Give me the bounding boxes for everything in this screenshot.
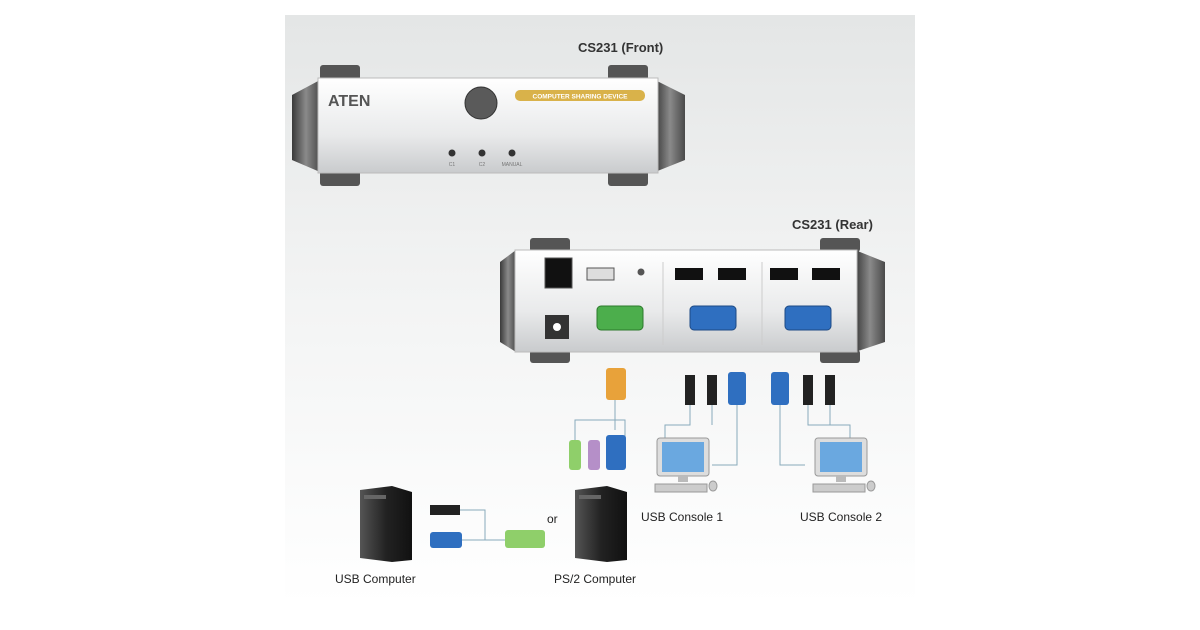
usb-connector [825,375,835,405]
ps2-keyboard-connector [569,440,581,470]
reset-button[interactable] [637,268,645,276]
aten-logo: ATEN [328,93,370,110]
led-manual [508,149,516,157]
ps2-computer-tower [575,486,627,562]
ps2-computer-label: PS/2 Computer [554,572,636,586]
usb-port [770,268,798,280]
vga-connector-blue [430,532,462,548]
front-device: ATEN COMPUTER SHARING DEVICE C1 C2 MANUA… [292,65,685,186]
usb-computer-tower [360,486,412,562]
select-button[interactable] [464,86,498,120]
product-badge: COMPUTER SHARING DEVICE [533,94,629,101]
ps2-mouse-connector [588,440,600,470]
vga-connector-blue [606,435,626,470]
console-vga-port-green [596,305,644,331]
led-label: C2 [479,162,486,168]
usb-console-1 [654,437,718,493]
usb-connector [707,375,717,405]
usb-computer-label: USB Computer [335,572,416,586]
rear-title: CS231 (Rear) [792,217,873,232]
front-title: CS231 (Front) [578,40,663,55]
led-c1 [448,149,456,157]
usb-port [812,268,840,280]
vga-connector-orange [606,368,626,400]
usb-port [718,268,746,280]
rear-device [500,238,885,363]
usb-connector [685,375,695,405]
led-c2 [478,149,486,157]
vga-port-2 [784,305,832,331]
led-label: C1 [449,162,456,168]
or-label: or [547,512,558,526]
firmware-switch[interactable] [586,267,615,281]
vga-port-1 [689,305,737,331]
usb-port [675,268,703,280]
usb-console-2 [812,437,876,493]
usb-console-1-label: USB Console 1 [641,510,723,524]
usb-console-2-label: USB Console 2 [800,510,882,524]
usb-adapter-green [505,530,545,548]
vga-connector-blue [771,372,789,405]
usb-connector [430,505,460,515]
vga-connector-blue [728,372,746,405]
usb-connector [803,375,813,405]
cables [455,400,851,541]
led-label: MANUAL [502,162,523,168]
rj11-port [544,257,573,289]
